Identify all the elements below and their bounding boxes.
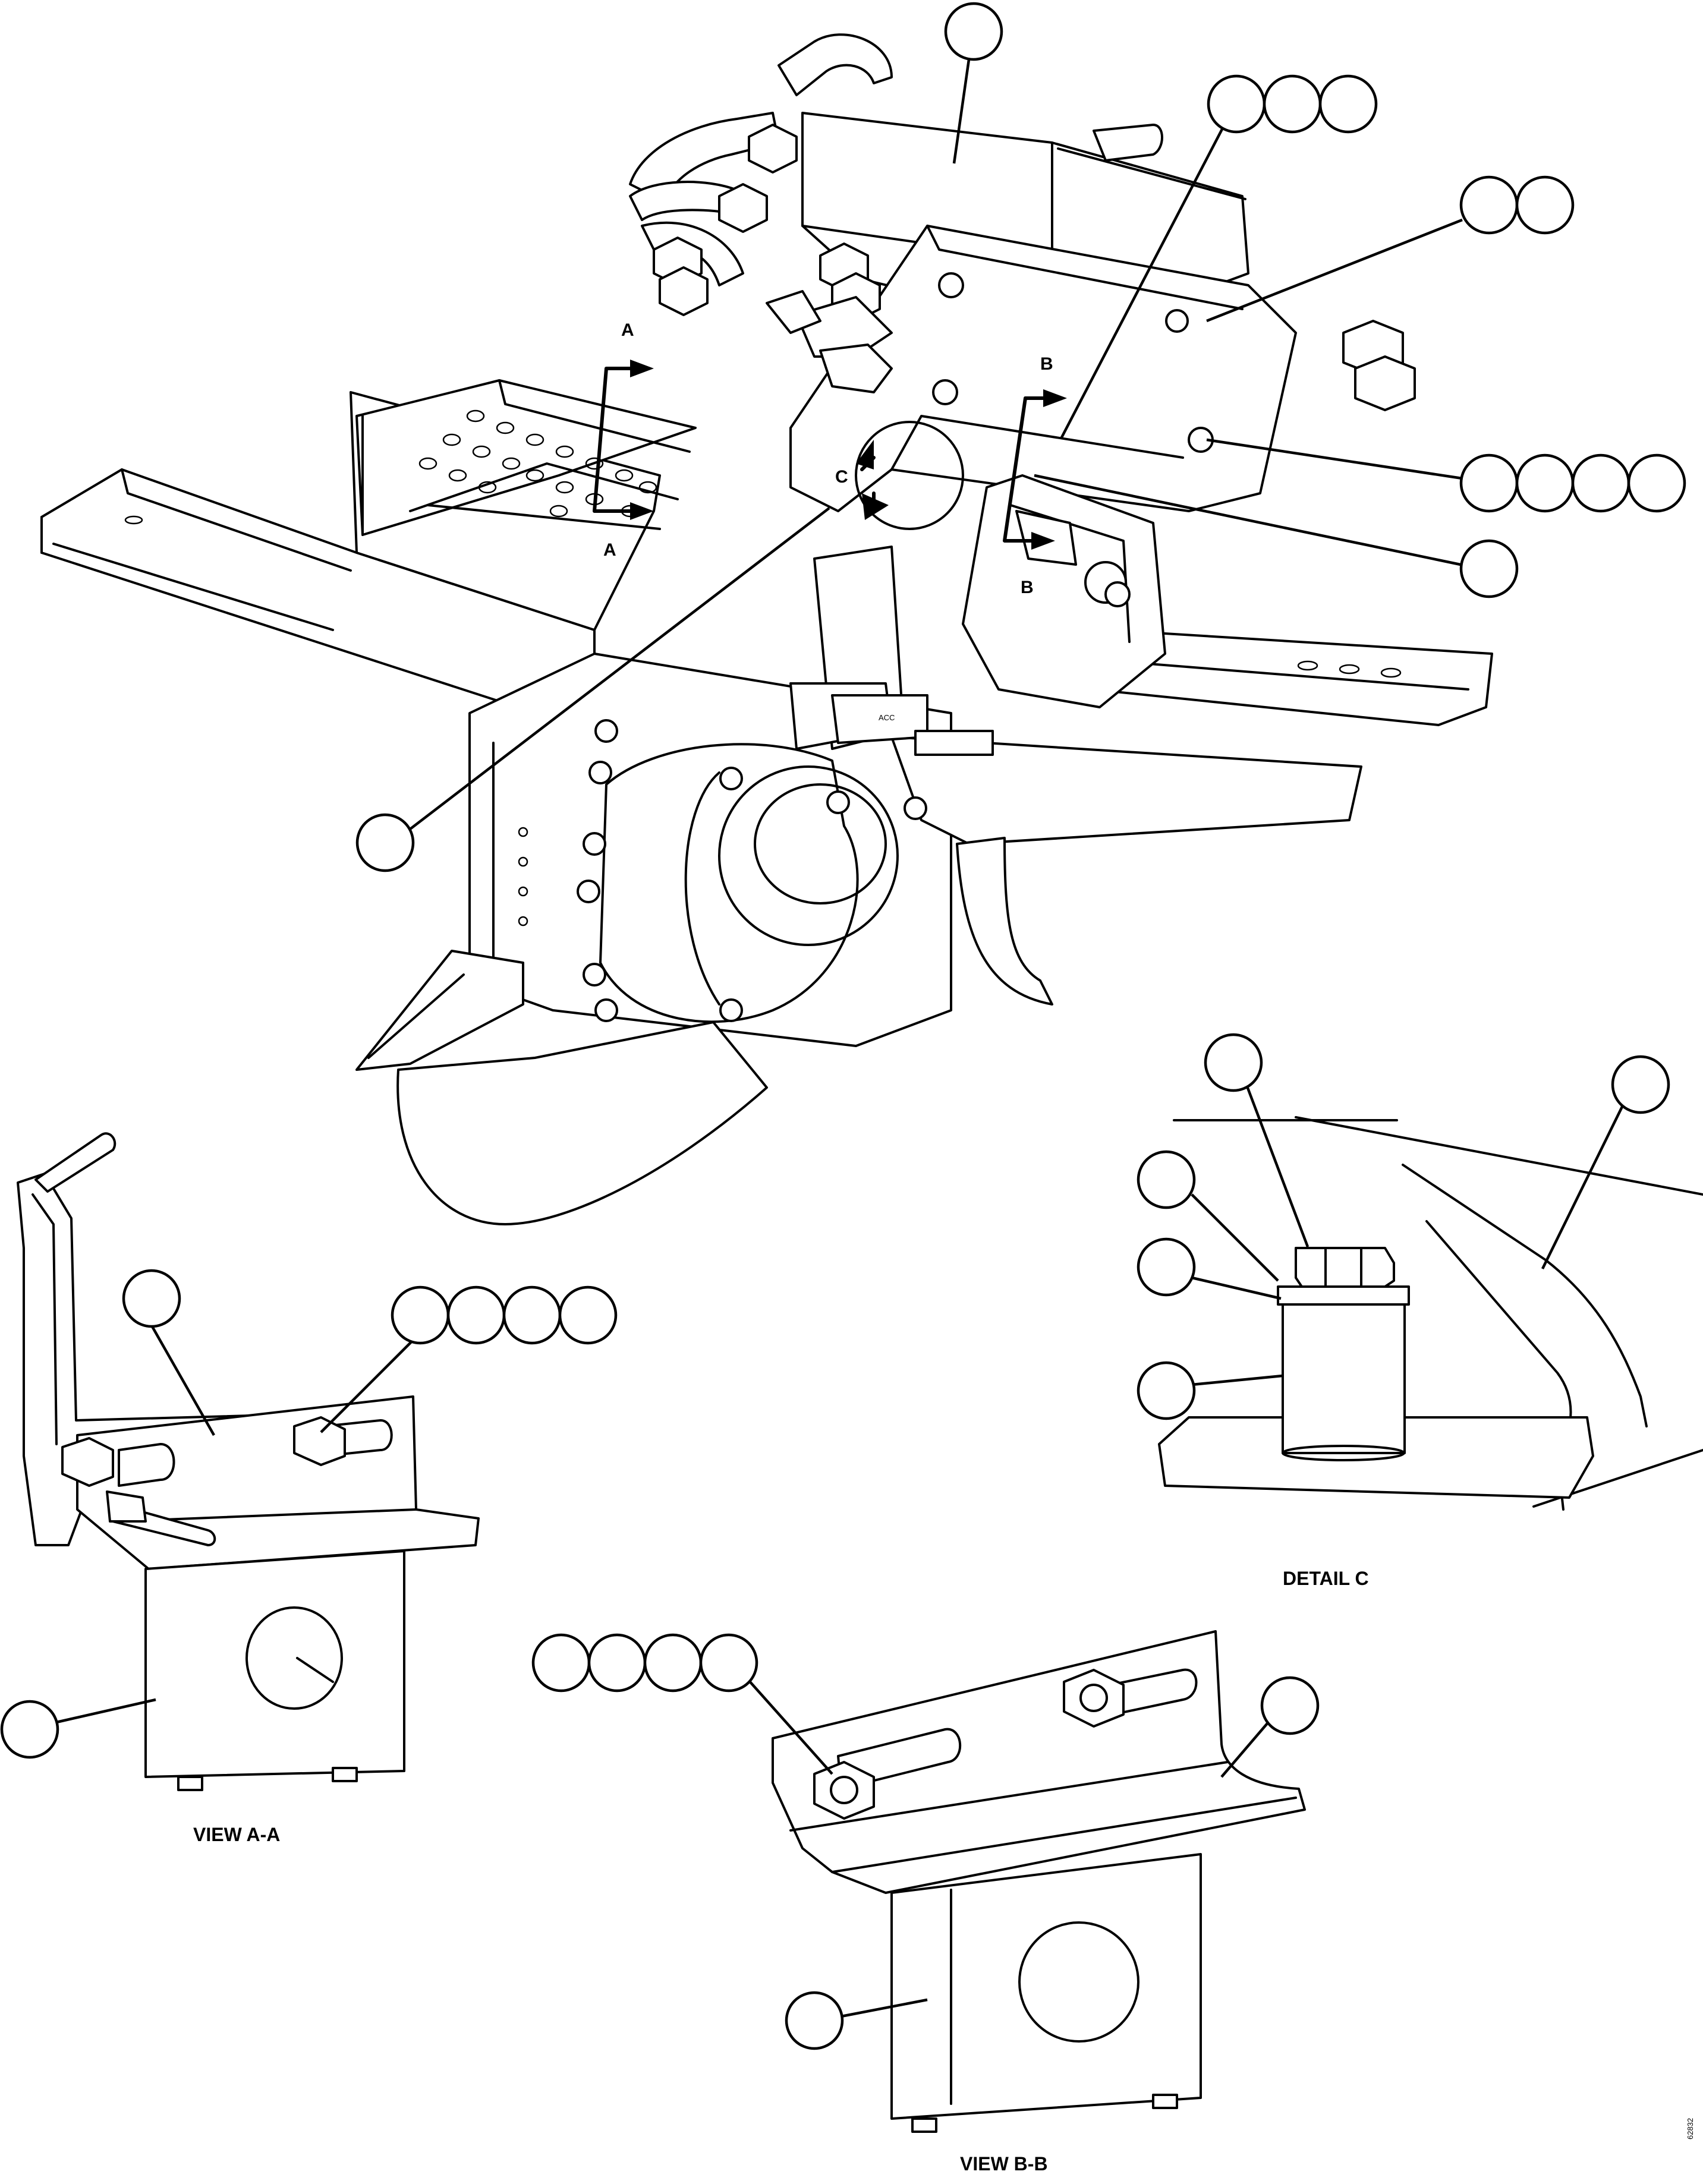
callout-balloon [502,1285,562,1345]
detail-c: DETAIL C [1137,1033,1703,1589]
section-a-top-label: A [621,320,634,340]
manifold-body [962,474,1166,708]
callout-balloon [122,1269,181,1328]
valve-cartridges [766,290,893,393]
detail-c-marker: C [835,440,889,520]
lower-drum [396,1021,768,1225]
main-assembly: ACC [40,33,1493,1225]
detail-c-base-plate [1158,1416,1594,1499]
section-a-bottom-label: A [603,540,616,560]
callout-balloon [1627,453,1686,513]
detail-c-washer [1277,1285,1410,1306]
callout-balloon [1207,74,1266,134]
callout-balloon [1611,1055,1670,1114]
view-aa-label: VIEW A-A [193,1824,280,1845]
callout-balloon [1571,453,1630,513]
detail-c-spacer [1282,1297,1406,1454]
callout-balloon [1318,74,1378,134]
callout-balloon [0,1700,59,1759]
section-b-bottom-label: B [1021,578,1034,597]
callout-balloon [391,1285,450,1345]
callout-balloon [1515,453,1575,513]
callout-balloon [1263,74,1322,134]
section-a-marker: A A [593,320,654,560]
view-bb-angle-plate [772,1630,1306,1894]
callout-balloon [1137,1237,1196,1297]
callout-balloon [587,1633,647,1693]
view-aa: VIEW A-A [0,1132,618,1845]
callout-balloon [1459,175,1519,235]
callout-balloon [446,1285,506,1345]
callout-balloon [1137,1150,1196,1209]
frame-plate [789,225,1297,512]
callout-balloon [699,1633,758,1693]
callout-balloon [944,2,1003,61]
callout-balloon [1459,453,1519,513]
view-aa-block [144,1550,405,1778]
hoses [629,33,1163,286]
section-b-top-label: B [1040,354,1053,374]
callout-balloon [531,1633,591,1693]
callout-balloon [1204,1033,1263,1092]
main-callouts [355,2,1686,872]
callout-balloon [355,813,415,872]
svg-text:ACC: ACC [879,713,895,722]
detail-c-marker-label: C [835,467,848,487]
callout-balloon [785,1991,844,2050]
callout-balloon [643,1633,703,1693]
detail-c-bolt-head [1295,1247,1395,1288]
section-b-marker: B B [1003,354,1067,597]
callout-balloon [1459,539,1519,598]
rotary-cylinder [599,743,859,1023]
left-deck [40,468,596,702]
view-bb-block [890,1853,1202,2120]
callout-balloon [558,1285,618,1345]
callout-balloon [1260,1676,1320,1735]
callout-balloon [1137,1361,1196,1420]
callout-balloon [1515,175,1575,235]
view-bb: VIEW B-B [531,1630,1320,2174]
view-bb-label: VIEW B-B [960,2153,1048,2174]
detail-c-label: DETAIL C [1283,1568,1369,1589]
drawing-id: 62832 [1686,2118,1695,2139]
perforated-step [355,379,697,536]
